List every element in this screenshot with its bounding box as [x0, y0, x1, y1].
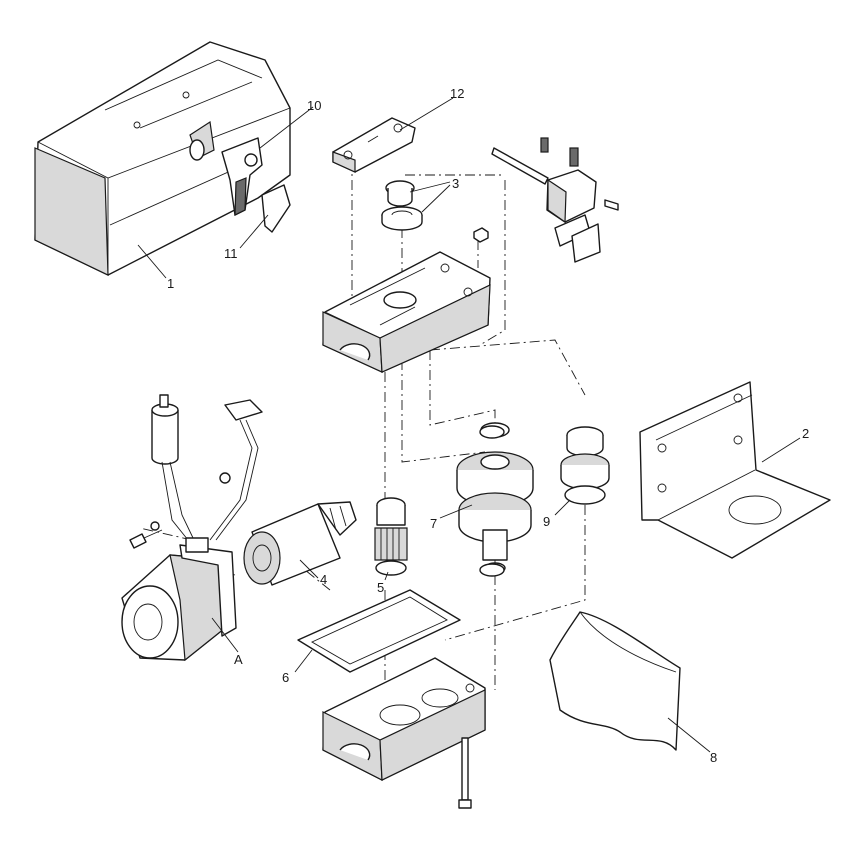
callout-a: A	[234, 652, 243, 667]
callout-11: 11	[224, 246, 238, 261]
cover-plate	[261, 184, 291, 233]
motor	[121, 537, 237, 662]
callout-1: 1	[167, 276, 174, 291]
callout-6: 6	[282, 670, 289, 685]
callout-3: 3	[452, 176, 459, 191]
callout-5: 5	[377, 580, 384, 595]
top-bracket	[332, 117, 416, 173]
lower-gear-housing	[322, 657, 486, 782]
callout-12: 12	[450, 86, 464, 101]
gasket	[297, 589, 461, 673]
callout-4: 4	[320, 572, 327, 587]
capacitor	[151, 394, 195, 541]
mounting-bracket	[639, 381, 831, 559]
gear-stack	[560, 426, 610, 505]
grease-package	[549, 611, 681, 751]
limit-switch-assembly	[491, 137, 619, 263]
coupling-rotor	[243, 501, 357, 586]
pinion-gear	[374, 497, 408, 576]
mounting-screw	[129, 521, 163, 549]
o-ring	[479, 425, 505, 439]
callout-9: 9	[543, 514, 550, 529]
leader-lines	[137, 97, 801, 753]
release-lever	[189, 120, 263, 216]
cover-housing	[34, 41, 291, 276]
compound-gear	[456, 422, 534, 574]
callout-10: 10	[307, 98, 321, 113]
callout-8: 8	[710, 750, 717, 765]
bushings	[381, 180, 423, 231]
upper-gear-housing	[322, 251, 491, 373]
o-ring	[479, 563, 505, 577]
callout-labels: 1 2 3 4 5 6 7 8 9 10 11 12 A	[167, 86, 809, 765]
callout-7: 7	[430, 516, 437, 531]
long-bolt	[458, 737, 472, 809]
nut	[473, 227, 489, 243]
callout-2: 2	[802, 426, 809, 441]
wiring-harness	[209, 399, 263, 541]
